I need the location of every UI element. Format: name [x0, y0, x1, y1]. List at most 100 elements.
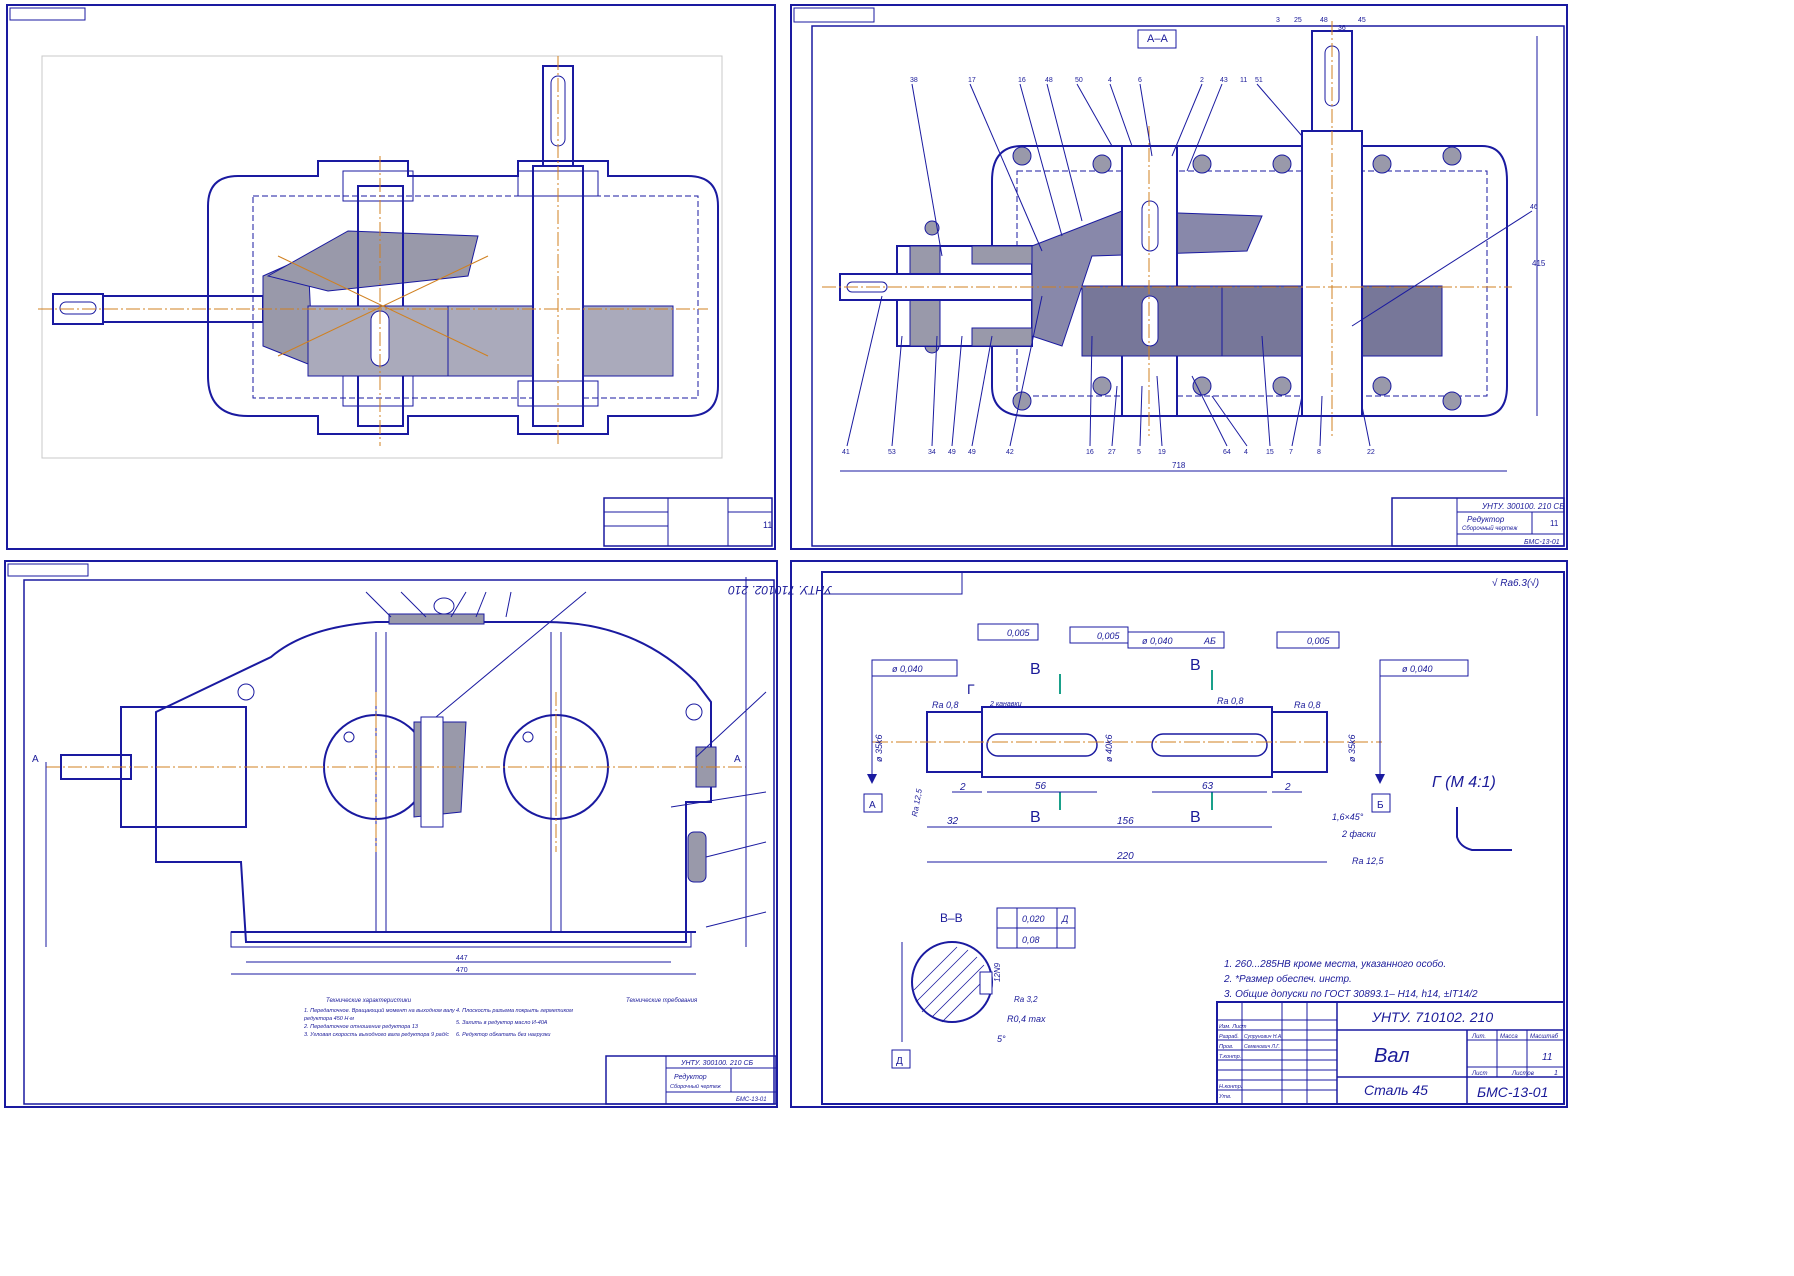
callouts-top: 3 25 48 36 45	[1276, 17, 1366, 32]
shaft-drawing: УНТУ. 710102. 210 √ Ra6.3(√) 0,005 0,005…	[728, 571, 1565, 1105]
leader-lines	[846, 83, 1533, 447]
svg-text:27: 27	[1108, 449, 1116, 456]
stamp-code: УНТУ. 300100. 210 СБ	[680, 1060, 754, 1067]
chamfer-2: 2 фаски	[1341, 829, 1376, 839]
svg-text:2. *Размер обеспеч. инстр.: 2. *Размер обеспеч. инстр.	[1223, 973, 1352, 985]
dia-mid: ø 40k6	[1104, 734, 1114, 762]
dim-lines	[927, 791, 1327, 863]
stamp-title-1: Редуктор	[674, 1073, 707, 1081]
title-block: УНТУ. 300100. 210 СБ Редуктор Сборочный …	[605, 1055, 777, 1105]
stamp-sheets-n: 1	[1554, 1070, 1558, 1077]
svg-text:8: 8	[1317, 449, 1321, 456]
label-A-right: А	[734, 754, 741, 765]
svg-text:3. Угловая скорость выходного: 3. Угловая скорость выходного вала редук…	[304, 1032, 449, 1038]
stamp-mass: Масса	[1500, 1034, 1518, 1040]
tech-lines: 1. Передаточное. Вращающий момент на вых…	[303, 1007, 456, 1038]
datum-B: Б	[1377, 800, 1384, 811]
svg-text:42: 42	[1006, 449, 1014, 456]
tol-1: 0,005	[1007, 628, 1031, 638]
label-A-left: А	[32, 754, 39, 765]
ra-32: Ra 3,2	[1014, 995, 1038, 1004]
sheet-plan-view: 11	[6, 4, 776, 550]
title-block: УНТУ. 300100. 210 СБ Редуктор Сборочный …	[1391, 497, 1565, 547]
svg-text:48: 48	[1045, 77, 1053, 84]
keyway-1	[986, 733, 1098, 757]
svg-text:45: 45	[1358, 17, 1366, 24]
sheet-shaft-drawing: УНТУ. 710102. 210 √ Ra6.3(√) 0,005 0,005…	[728, 560, 1568, 1108]
tol-3: 0,005	[1307, 636, 1331, 646]
svg-text:17: 17	[968, 77, 976, 84]
bb-datum: Д	[896, 1056, 903, 1067]
stamp-scale: Масштаб	[1530, 1034, 1559, 1040]
svg-text:5: 5	[1137, 449, 1141, 456]
front-view-drawing: А А 447 470 Технические характеристики 1…	[7, 563, 777, 1105]
svg-text:16: 16	[1018, 77, 1026, 84]
part-name: Вал	[1374, 1045, 1410, 1067]
ra-08-a: Ra 0,8	[932, 700, 959, 710]
stamp-code: УНТУ. 710102. 210	[1371, 1009, 1493, 1025]
dim-32: 32	[947, 816, 959, 827]
svg-text:46: 46	[1530, 204, 1538, 211]
svg-text:36: 36	[1338, 25, 1346, 32]
plan-view-drawing: 11	[9, 7, 773, 547]
section-B-3: В	[1030, 809, 1041, 826]
stamp-title-1: Редуктор	[1467, 515, 1505, 524]
dia-left: ø 35k6	[874, 734, 884, 762]
svg-text:25: 25	[1294, 17, 1302, 24]
material: Сталь 45	[1364, 1082, 1428, 1098]
bearing-2	[342, 375, 414, 407]
svg-text:11: 11	[1240, 77, 1247, 84]
ra-125-b: Ra 12,5	[1352, 856, 1385, 866]
svg-text:51: 51	[1255, 77, 1263, 84]
svg-text:38: 38	[910, 77, 918, 84]
title-block: УНТУ. 710102. 210 Вал Сталь 45 БМС-13-01…	[1216, 1001, 1565, 1105]
svg-text:64: 64	[1223, 449, 1231, 456]
bevel-gear	[266, 230, 479, 292]
svg-text:Изм. Лист: Изм. Лист	[1219, 1024, 1247, 1030]
stamp-rows: Изм. Лист Разраб. Пров. Т.контр. Н.контр…	[1218, 1024, 1247, 1100]
view-G-profile	[1456, 807, 1512, 851]
datum-A: А	[869, 800, 876, 811]
stamp-names: Супрунович Н.А. Семенович Л.Г.	[1244, 1034, 1283, 1050]
housing-outline	[207, 160, 719, 435]
svg-text:50: 50	[1075, 77, 1083, 84]
svg-text:41: 41	[842, 449, 850, 456]
stamp-code-rotated: УНТУ. 710102. 210	[728, 583, 833, 597]
svg-text:7: 7	[1289, 449, 1293, 456]
bb-tol-2: 0,08	[1022, 935, 1040, 945]
svg-text:Пров.: Пров.	[1219, 1044, 1234, 1050]
input-key	[59, 301, 97, 315]
corner-stamp	[9, 7, 86, 21]
dim-2a: 2	[959, 782, 966, 793]
svg-text:Семенович Л.Г.: Семенович Л.Г.	[1244, 1044, 1280, 1050]
svg-text:2: 2	[1200, 77, 1204, 84]
stamp-code: УНТУ. 300100. 210 СБ	[1481, 502, 1564, 511]
roughness-general: √ Ra6.3(√)	[1492, 577, 1539, 589]
callouts-left: 38 17 16 48 50 4 6 2 43 11 51 46	[910, 77, 1538, 211]
section-B-1: В	[1030, 661, 1041, 678]
ra-125: Ra 12,5	[910, 788, 924, 818]
bb-dim: 12N9	[993, 962, 1002, 982]
stamp-sheets: Листов	[1511, 1071, 1534, 1077]
svg-text:15: 15	[1266, 449, 1274, 456]
tech-title: Технические характеристики	[326, 998, 412, 1004]
svg-text:Т.контр.: Т.контр.	[1219, 1054, 1241, 1060]
sheet-num: 11	[1542, 1052, 1552, 1063]
svg-text:49: 49	[948, 449, 956, 456]
stamp-title-2: Сборочный чертеж	[670, 1083, 721, 1090]
req-lines: 4. Плоскость разъема покрыть герметиком …	[456, 1008, 573, 1038]
section-B-2: В	[1190, 657, 1201, 674]
dim-overall: 718	[1172, 461, 1186, 470]
svg-text:Разраб.: Разраб.	[1219, 1034, 1239, 1040]
bolt-holes	[924, 146, 1462, 411]
svg-text:19: 19	[1158, 449, 1166, 456]
group: БМС-13-01	[1477, 1084, 1548, 1100]
dim-220: 220	[1116, 851, 1134, 862]
sheet1-sheet-num: 11	[763, 520, 772, 530]
runout-2: ø 0,040	[1142, 636, 1173, 646]
runout-1: ø 0,040	[892, 664, 923, 674]
stamp-group: БМС-13-01	[736, 1097, 767, 1103]
svg-text:48: 48	[1320, 17, 1328, 24]
svg-text:16: 16	[1086, 449, 1094, 456]
ra-08-b: Ra 0,8	[1217, 696, 1244, 706]
